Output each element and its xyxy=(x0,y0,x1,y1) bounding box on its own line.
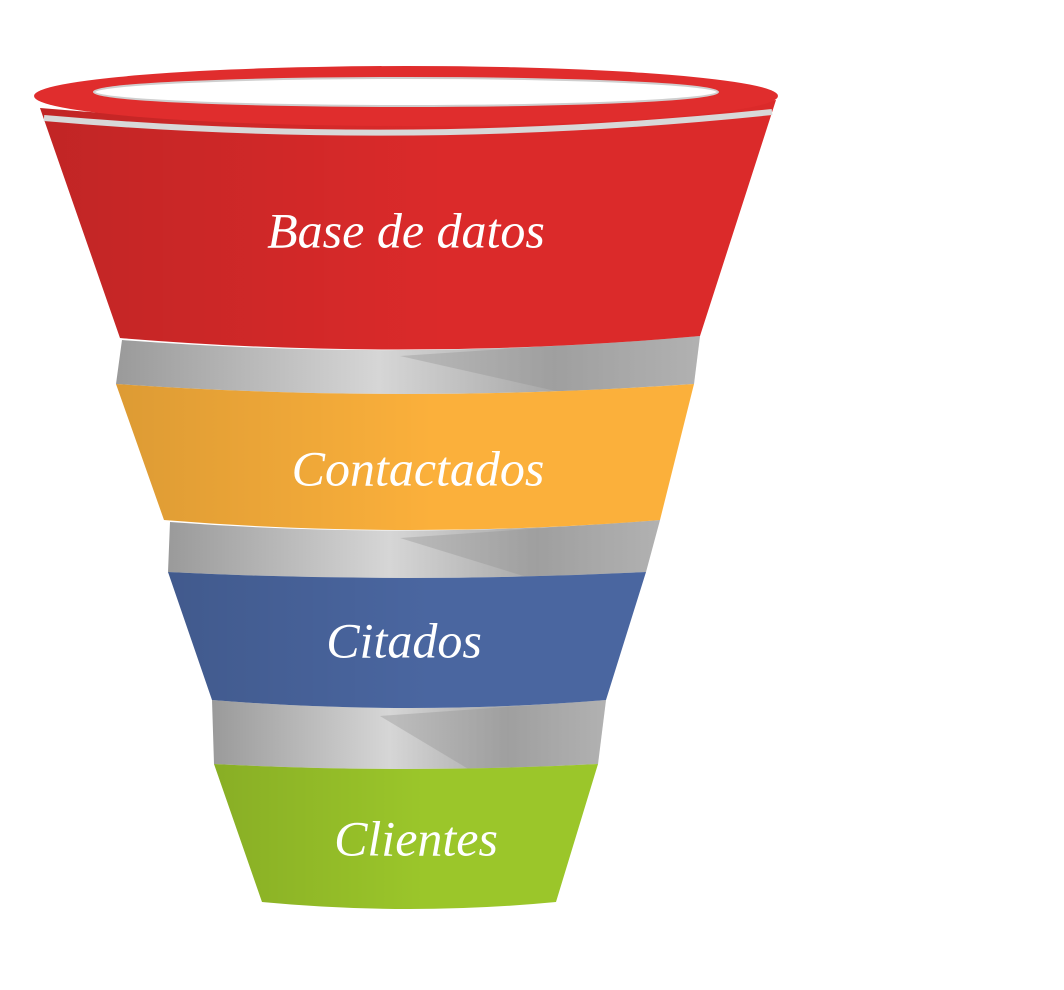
stage-4-label: Clientes xyxy=(334,810,498,866)
connector-3 xyxy=(212,700,606,769)
funnel-rim-band xyxy=(43,109,773,136)
connector-2-shadow xyxy=(400,520,660,578)
funnel-stage-contactados: Contactados xyxy=(116,384,694,530)
stage-3-label: Citados xyxy=(326,612,482,668)
stage-1-shade xyxy=(40,100,776,350)
funnel-rim-inner xyxy=(93,77,719,107)
stage-2-shade xyxy=(116,384,694,530)
funnel-stage-clientes: Clientes xyxy=(214,764,598,909)
funnel-connectors xyxy=(116,336,700,770)
stage-3-shade xyxy=(168,572,646,708)
stage-1-label: Base de datos xyxy=(267,202,545,258)
connector-1-shadow xyxy=(400,336,700,392)
stage-2-label: Contactados xyxy=(292,440,545,496)
stage-4-shade xyxy=(214,764,598,909)
connector-2 xyxy=(168,520,660,578)
connector-1 xyxy=(116,336,700,394)
funnel-stage-citados: Citados xyxy=(168,572,646,708)
funnel-stage-base-de-datos: Base de datos xyxy=(34,66,778,350)
connector-3-shadow xyxy=(380,700,606,770)
